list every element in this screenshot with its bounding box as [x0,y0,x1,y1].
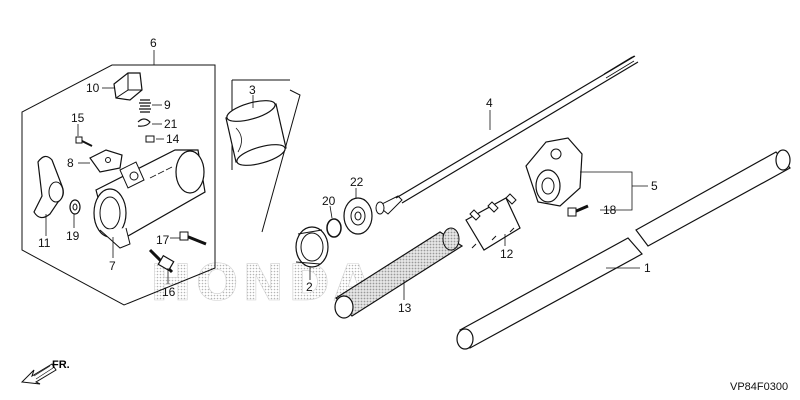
part-16-bolt [148,248,175,284]
callout-14: 14 [166,132,180,146]
part-20-snapring [326,205,342,238]
callout-13: 13 [398,301,412,315]
callout-12: 12 [500,247,514,261]
callout-5: 5 [651,179,658,193]
part-1-tube [456,149,791,350]
callout-1: 1 [644,261,651,275]
direction-label: FR. [52,359,70,371]
part-5-clamp [525,137,648,211]
callout-8: 8 [67,156,74,170]
callout-16: 16 [162,285,176,299]
part-21-clip [137,118,162,127]
assembly-6-bracket [21,64,216,306]
part-14-bolt [145,135,164,143]
callout-15: 15 [71,111,85,125]
callout-4: 4 [486,96,493,110]
callout-9: 9 [164,98,171,112]
callout-20: 20 [322,194,336,208]
part-8-plate [78,149,123,173]
part-4-shaft [375,55,639,215]
callout-19: 19 [66,229,80,243]
part-7-housing [93,149,206,258]
part-11-knob [33,155,64,236]
part-12-coupler [465,193,521,251]
part-10-cap [113,72,143,101]
callout-17: 17 [156,233,170,247]
callout-7: 7 [109,259,116,273]
callout-3: 3 [249,83,256,97]
callout-21: 21 [164,117,178,131]
part-2-ring [295,226,329,280]
callout-2: 2 [306,280,313,294]
honda-watermark: HONDA [150,254,376,312]
callout-11: 11 [38,236,51,250]
part-19-washer [69,199,81,228]
callout-22: 22 [350,175,364,189]
figure-code: VP84F0300 [730,381,788,393]
part-17-bolt [170,231,207,246]
part-9-spring [139,99,162,113]
part-18-bolt [567,204,589,217]
part-15-screw [75,124,93,147]
front-direction-indicator: FR. [20,359,70,385]
part-22-bearing [343,188,373,235]
callout-10: 10 [86,81,100,95]
part-13-grip [334,227,464,319]
part-3-sleeve [225,95,287,166]
callout-6: 6 [150,36,157,50]
callout-18: 18 [603,203,617,217]
